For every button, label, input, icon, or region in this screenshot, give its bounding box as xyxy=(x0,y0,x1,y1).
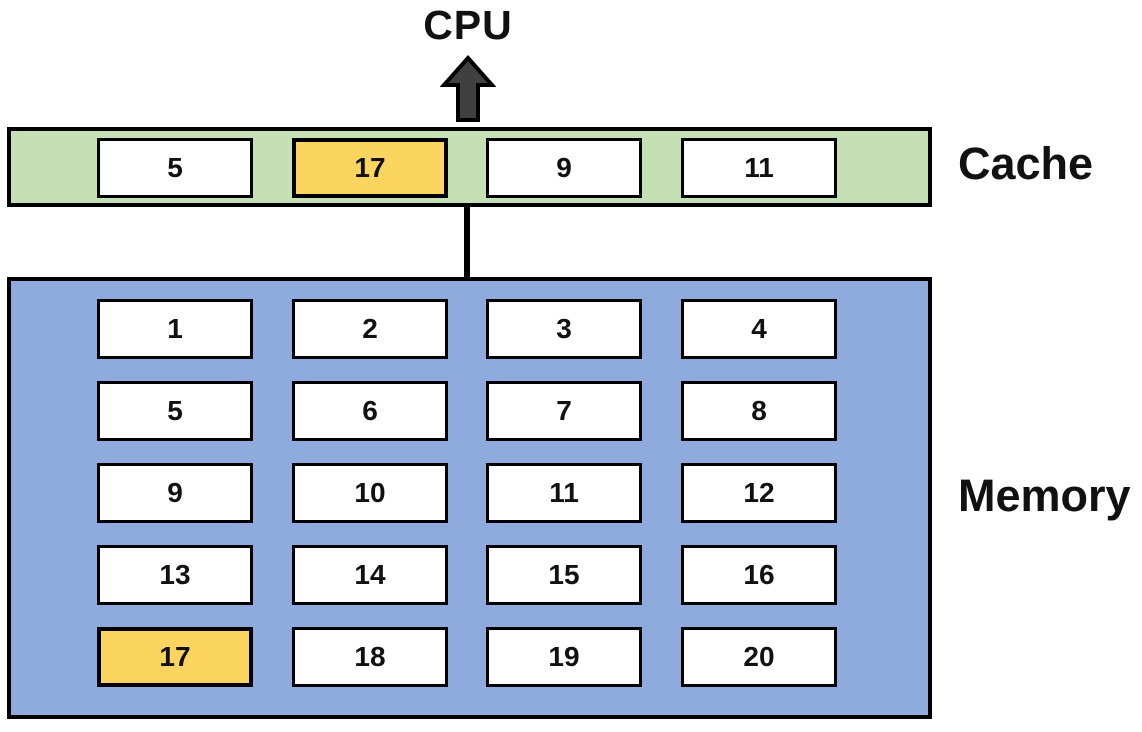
memory-cell: 17 xyxy=(97,627,253,687)
cache-cell: 17 xyxy=(292,138,448,198)
memory-cell: 12 xyxy=(681,463,837,523)
memory-cell: 16 xyxy=(681,545,837,605)
memory-cell: 6 xyxy=(292,381,448,441)
cpu-label: CPU xyxy=(423,2,513,48)
memory-cell: 4 xyxy=(681,299,837,359)
memory-cell: 19 xyxy=(486,627,642,687)
memory-cell: 11 xyxy=(486,463,642,523)
cache-memory-connector xyxy=(464,206,470,278)
memory-cell: 20 xyxy=(681,627,837,687)
memory-cell: 3 xyxy=(486,299,642,359)
memory-cell: 14 xyxy=(292,545,448,605)
memory-cell: 10 xyxy=(292,463,448,523)
memory-cell: 15 xyxy=(486,545,642,605)
memory-cell: 7 xyxy=(486,381,642,441)
memory-cell: 1 xyxy=(97,299,253,359)
cache-cell: 9 xyxy=(486,138,642,198)
cache-cell: 5 xyxy=(97,138,253,198)
memory-cell: 5 xyxy=(97,381,253,441)
memory-cell: 9 xyxy=(97,463,253,523)
memory-cell: 18 xyxy=(292,627,448,687)
cache-bar: 5 17 9 11 xyxy=(7,127,932,207)
up-arrow-icon xyxy=(439,54,497,123)
cache-cell: 11 xyxy=(681,138,837,198)
memory-label: Memory xyxy=(958,470,1131,521)
memory-cell: 8 xyxy=(681,381,837,441)
memory-cell: 2 xyxy=(292,299,448,359)
cache-label: Cache xyxy=(958,138,1094,189)
memory-cell: 13 xyxy=(97,545,253,605)
memory-box: 1 2 3 4 5 6 7 8 9 10 11 12 13 14 15 16 1… xyxy=(7,277,932,719)
